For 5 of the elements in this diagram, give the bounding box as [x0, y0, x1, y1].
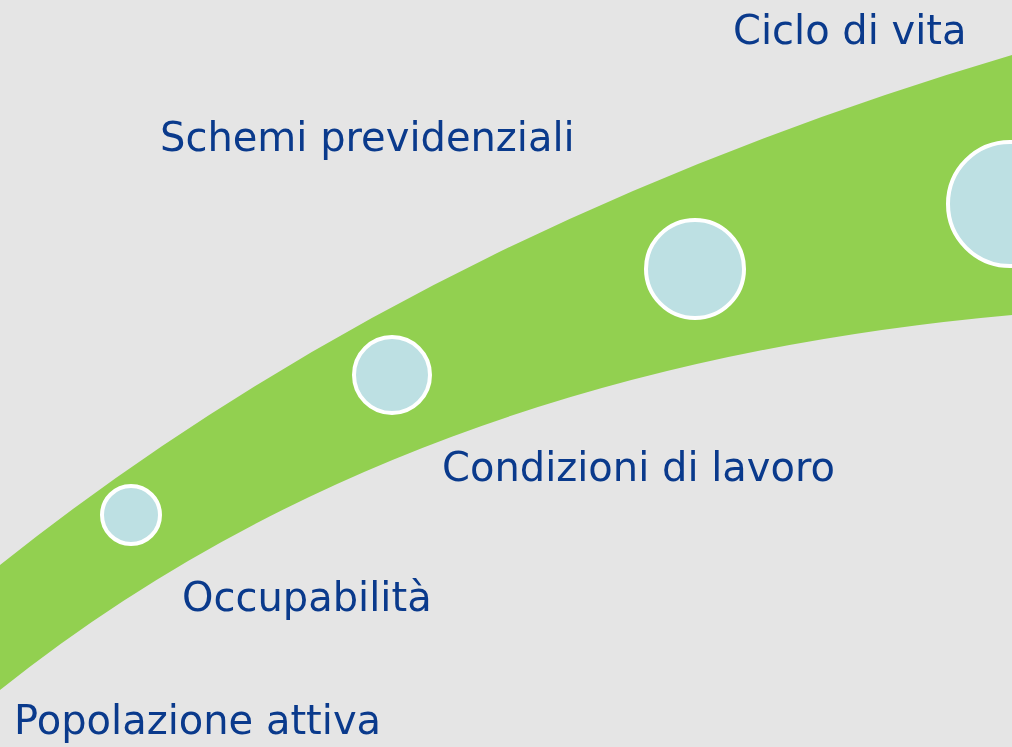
milestone-circle — [100, 484, 162, 546]
milestone-label: Condizioni di lavoro — [442, 447, 836, 487]
milestone-label: Ciclo di vita — [733, 10, 967, 50]
milestone-circle — [352, 335, 432, 415]
milestone-circle — [644, 218, 746, 320]
